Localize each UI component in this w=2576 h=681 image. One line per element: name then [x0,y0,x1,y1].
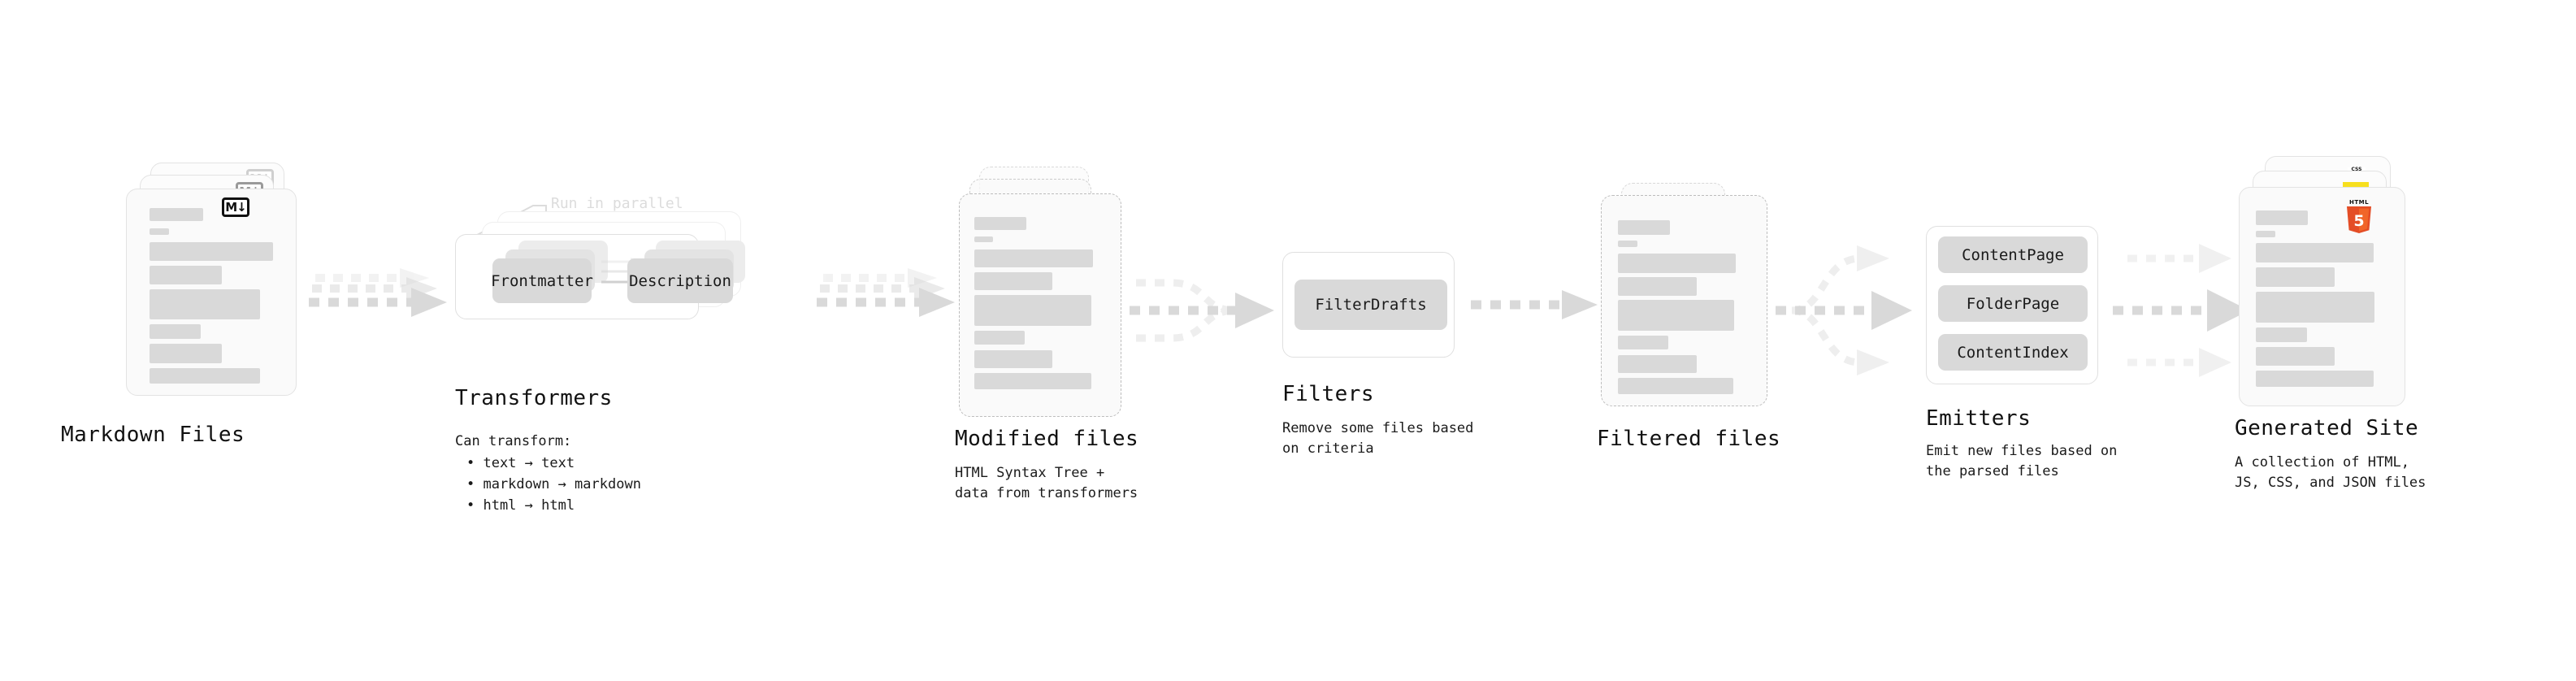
placeholder-bar [2256,243,2374,262]
html5-icon: HTML 5 [2344,199,2374,233]
transformer-chip-frontmatter-label: Frontmatter [491,271,593,290]
modified-card-front [959,193,1121,417]
emitter-chip-contentindex-label: ContentIndex [1957,343,2069,362]
placeholder-bar [1618,277,1697,296]
placeholder-bar [2256,327,2307,342]
stage-transformers: Run in parallel Frontmatter Description … [455,191,745,514]
emitter-chip-contentpage-label: ContentPage [1962,245,2064,264]
placeholder-bar [974,217,1026,230]
transformers-bullets-heading: Can transform: [455,433,572,449]
connector-filters-to-filtered [1471,290,1598,319]
stage-title-markdown-files: Markdown Files [61,423,245,447]
emitter-chip-folderpage[interactable]: FolderPage [1938,285,2088,322]
placeholder-bar [2256,267,2335,287]
transformers-bullet-2: • markdown → markdown [466,476,641,492]
stage-title-generated-site: Generated Site [2235,416,2419,440]
placeholder-bar [974,331,1025,345]
generated-site-stack: CSS HTML 5 [2239,156,2426,416]
placeholder-bar [1618,355,1697,373]
stage-title-modified-files: Modified files [955,427,1139,451]
placeholder-bar [2256,371,2374,387]
placeholder-bar [2256,231,2275,237]
placeholder-bar [974,295,1091,326]
stage-markdown-files: M↓ M↓ M↓ Markdown Files [61,163,305,447]
emitter-chip-folderpage-label: FolderPage [1966,294,2060,313]
markdown-card-front [126,189,297,396]
placeholder-bar [150,208,203,221]
html5-icon-shield: 5 [2347,206,2371,233]
filtered-card-front [1601,195,1767,406]
emitter-chip-contentpage[interactable]: ContentPage [1938,236,2088,273]
site-card-front [2239,187,2405,406]
placeholder-bar [150,368,260,384]
placeholder-bar [150,324,201,339]
connector-transformers-to-modified [817,268,955,317]
connector-md-to-transformers [309,268,447,317]
modified-file-stack [959,167,1138,427]
placeholder-bar [150,228,169,235]
placeholder-bar [974,236,993,242]
placeholder-bar [150,344,222,363]
placeholder-bar [2256,210,2308,225]
placeholder-bar [150,266,222,284]
placeholder-bar [974,249,1093,267]
transformer-chip-frontmatter[interactable]: Frontmatter [491,258,593,303]
transformers-bullet-1: • text → text [466,455,575,471]
stage-subtitle-modified-files: HTML Syntax Tree + data from transformer… [955,465,1138,501]
placeholder-bar [150,242,273,261]
stage-subtitle-generated-site: A collection of HTML, JS, CSS, and JSON … [2235,454,2426,491]
filters-box: FilterDrafts [1282,252,1455,358]
placeholder-bar [1618,254,1736,273]
transformer-chip-description-label: Description [629,271,731,290]
emitters-box: ContentPage FolderPage ContentIndex [1926,226,2098,384]
markdown-icon: M↓ [222,197,249,217]
placeholder-bar [974,272,1052,290]
stage-modified-files: Modified files HTML Syntax Tree + data f… [955,167,1138,501]
filter-chip-filterdrafts[interactable]: FilterDrafts [1295,280,1447,330]
connector-modified-to-filters [1130,279,1274,342]
stage-subtitle-emitters: Emit new files based on the parsed files [1926,443,2118,479]
transformers-bullet-3: • html → html [466,497,575,514]
stage-filtered-files: Filtered files [1597,183,1780,451]
placeholder-bar [1618,300,1734,331]
filter-chip-filterdrafts-label: FilterDrafts [1315,296,1427,314]
placeholder-bar [2256,292,2374,323]
stage-title-filtered-files: Filtered files [1597,427,1781,451]
placeholder-bar [1618,336,1668,349]
placeholder-bar [1618,220,1670,235]
connector-emitters-to-site [2113,244,2249,377]
parallel-annotation: Run in parallel [551,195,683,212]
stage-subtitle-filters: Remove some files based on criteria [1282,420,1474,457]
placeholder-bar [150,289,260,319]
markdown-icon-label: M↓ [225,199,246,215]
stage-title-emitters: Emitters [1926,406,2032,431]
stage-title-transformers: Transformers [455,386,613,410]
filtered-file-stack [1601,183,1780,427]
transformer-chip-description[interactable]: Description [627,258,733,303]
stage-generated-site: CSS HTML 5 Generated Site A collection o… [2235,156,2426,491]
placeholder-bar [1618,241,1637,247]
css3-icon-label: CSS [2351,167,2362,172]
html5-icon-caption: HTML [2348,199,2370,206]
markdown-file-stack: M↓ M↓ M↓ [126,163,305,414]
placeholder-bar [974,373,1091,389]
stage-title-filters: Filters [1282,382,1375,406]
svg-text:5: 5 [2353,212,2364,230]
placeholder-bar [2256,347,2335,366]
placeholder-bar [1618,378,1733,394]
connector-filtered-to-emitters [1776,245,1912,375]
placeholder-bar [974,350,1052,368]
transformers-box-stack: Frontmatter Description [455,191,745,319]
emitter-chip-contentindex[interactable]: ContentIndex [1938,334,2088,371]
